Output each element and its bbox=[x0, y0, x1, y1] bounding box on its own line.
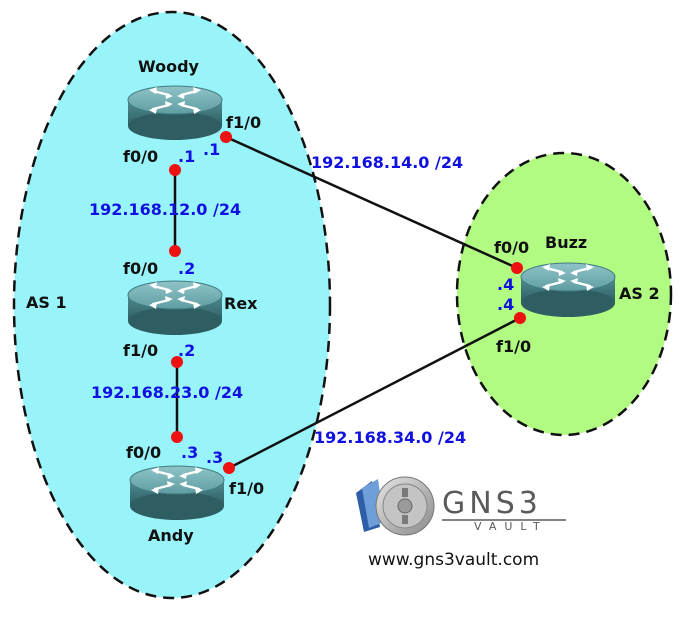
router-andy-name: Andy bbox=[148, 526, 194, 545]
router-woody-icon[interactable] bbox=[126, 84, 224, 142]
router-rex-name: Rex bbox=[224, 294, 258, 313]
rex-f0-0-label: f0/0 bbox=[123, 259, 158, 278]
network-23-label: 192.168.23.0 /24 bbox=[91, 383, 243, 402]
network-12-label: 192.168.12.0 /24 bbox=[89, 200, 241, 219]
andy-f0-0-label: f0/0 bbox=[126, 443, 161, 462]
rex-f0-0-port bbox=[169, 245, 181, 257]
andy-f1-0-octet: .3 bbox=[206, 448, 223, 467]
rex-f0-0-octet: .2 bbox=[178, 259, 195, 278]
rex-f1-0-port bbox=[171, 356, 183, 368]
andy-f1-0-label: f1/0 bbox=[229, 479, 264, 498]
woody-f1-0-port bbox=[220, 131, 232, 143]
buzz-f1-0-label: f1/0 bbox=[496, 337, 531, 356]
logo-url[interactable]: www.gns3vault.com bbox=[368, 550, 539, 570]
as2-label: AS 2 bbox=[619, 284, 660, 303]
andy-f0-0-octet: .3 bbox=[181, 443, 198, 462]
logo-tagline: VAULT bbox=[474, 520, 548, 533]
link-woody-buzz bbox=[225, 135, 518, 270]
gns3-vault-logo: GNS3 VAULT bbox=[356, 476, 566, 536]
woody-f0-0-port bbox=[169, 164, 181, 176]
router-buzz-icon[interactable] bbox=[519, 261, 617, 319]
rex-f1-0-label: f1/0 bbox=[123, 341, 158, 360]
buzz-f1-0-octet: .4 bbox=[497, 295, 514, 314]
woody-f1-0-label: f1/0 bbox=[226, 113, 261, 132]
buzz-f0-0-label: f0/0 bbox=[494, 238, 529, 257]
network-34-label: 192.168.34.0 /24 bbox=[314, 428, 466, 447]
as1-label: AS 1 bbox=[26, 293, 67, 312]
andy-f1-0-port bbox=[223, 462, 235, 474]
link-andy-buzz bbox=[228, 316, 521, 470]
vault-disc-icon bbox=[356, 476, 435, 536]
woody-f0-0-label: f0/0 bbox=[123, 147, 158, 166]
router-andy-icon[interactable] bbox=[128, 464, 226, 522]
router-buzz-name: Buzz bbox=[545, 233, 587, 252]
woody-f1-0-octet: .1 bbox=[203, 140, 220, 159]
buzz-f1-0-port bbox=[514, 312, 526, 324]
rex-f1-0-octet: .2 bbox=[178, 341, 195, 360]
router-rex-icon[interactable] bbox=[126, 279, 224, 337]
router-woody-name: Woody bbox=[138, 57, 200, 76]
buzz-f0-0-port bbox=[511, 262, 523, 274]
woody-f0-0-octet: .1 bbox=[178, 147, 195, 166]
network-14-label: 192.168.14.0 /24 bbox=[311, 153, 463, 172]
andy-f0-0-port bbox=[171, 431, 183, 443]
logo-brand: GNS3 bbox=[442, 486, 542, 521]
buzz-f0-0-octet: .4 bbox=[497, 275, 514, 294]
